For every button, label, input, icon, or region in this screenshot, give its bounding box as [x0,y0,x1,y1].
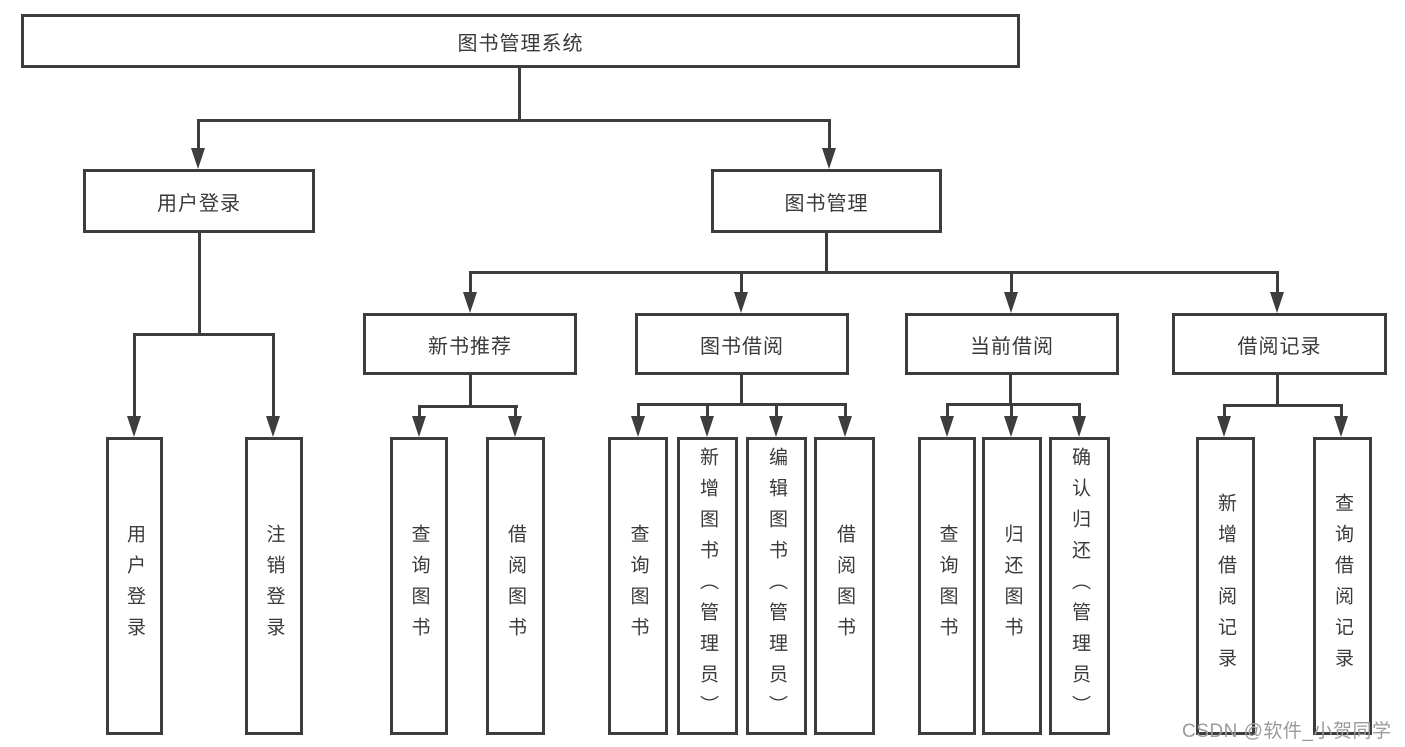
node-current-borrowing: 当前借阅 [905,313,1119,375]
leaf-user-login-label: 用户登录 [124,524,145,648]
leaf-add-book-admin: 新增图书（管理员） [677,437,738,735]
connector-line [1276,271,1279,297]
arrow-down-icon [1004,292,1018,313]
leaf-query-books-recommend-label: 查询图书 [408,524,430,648]
connector-line [469,375,472,408]
leaf-borrow-books-borrowing: 借阅图书 [814,437,875,735]
connector-line [1010,403,1013,421]
connector-line [418,405,518,408]
connector-line [514,405,517,421]
leaf-add-borrow-record-label: 新增借阅记录 [1215,493,1236,679]
arrow-down-icon [412,416,426,437]
node-book-management: 图书管理 [711,169,942,233]
leaf-edit-book-admin-label: 编辑图书（管理员） [766,446,787,726]
leaf-logout: 注销登录 [245,437,303,735]
node-library-system-label: 图书管理系统 [457,32,584,55]
connector-line [197,119,200,152]
leaf-borrow-books-recommend: 借阅图书 [486,437,545,735]
connector-line [133,333,275,336]
watermark: CSDN @软件_小贺同学 [1182,721,1392,742]
leaf-query-books-recommend: 查询图书 [390,437,448,735]
leaf-logout-label: 注销登录 [263,524,285,648]
leaf-borrow-books-recommend-label: 借阅图书 [505,524,526,648]
connector-line [844,403,847,421]
node-new-book-recommend-label: 新书推荐 [428,335,512,358]
leaf-query-books-borrowing-label: 查询图书 [627,524,649,648]
connector-line [1223,404,1343,407]
arrow-down-icon [838,416,852,437]
connector-line [946,403,949,421]
leaf-query-books-borrowing: 查询图书 [608,437,668,735]
leaf-query-books-current-label: 查询图书 [936,524,958,648]
connector-line [469,271,472,297]
connector-line [825,233,828,274]
leaf-query-borrow-record: 查询借阅记录 [1313,437,1372,735]
arrow-down-icon [127,416,141,437]
arrow-down-icon [1217,416,1231,437]
leaf-confirm-return-admin-label: 确认归还（管理员） [1069,446,1090,726]
arrow-down-icon [508,416,522,437]
arrow-down-icon [1334,416,1348,437]
node-book-borrowing-label: 图书借阅 [700,335,784,358]
connector-line [706,403,709,421]
node-book-management-label: 图书管理 [784,192,869,215]
connector-line [637,403,640,421]
node-new-book-recommend: 新书推荐 [363,313,577,375]
connector-line [740,271,743,297]
connector-line [1078,403,1081,421]
connector-line [1223,404,1226,421]
connector-line [1009,375,1012,406]
connector-line [1010,271,1013,297]
node-borrowing-records-label: 借阅记录 [1237,335,1322,358]
connector-line [828,119,831,152]
connector-line [418,405,421,421]
arrow-down-icon [734,292,748,313]
connector-line [133,333,136,421]
connector-line [946,403,1081,406]
connector-line [198,233,201,336]
leaf-borrow-books-borrowing-label: 借阅图书 [834,524,855,648]
arrow-down-icon [631,416,645,437]
node-borrowing-records: 借阅记录 [1172,313,1387,375]
connector-line [740,375,743,406]
leaf-user-login: 用户登录 [106,437,163,735]
connector-line [637,403,847,406]
arrow-down-icon [1004,416,1018,437]
connector-line [1340,404,1343,421]
connector-line [775,403,778,421]
leaf-confirm-return-admin: 确认归还（管理员） [1049,437,1110,735]
connector-line [469,271,1279,274]
leaf-query-borrow-record-label: 查询借阅记录 [1332,493,1353,679]
arrow-down-icon [940,416,954,437]
arrow-down-icon [463,292,477,313]
connector-line [272,333,275,421]
arrow-down-icon [191,148,205,169]
leaf-add-borrow-record: 新增借阅记录 [1196,437,1255,735]
arrow-down-icon [266,416,280,437]
leaf-return-books-label: 归还图书 [1001,524,1023,648]
leaf-return-books: 归还图书 [982,437,1042,735]
arrow-down-icon [700,416,714,437]
leaf-query-books-current: 查询图书 [918,437,976,735]
connector-line [518,68,521,122]
node-library-system: 图书管理系统 [21,14,1020,68]
arrow-down-icon [1270,292,1284,313]
node-current-borrowing-label: 当前借阅 [970,335,1054,358]
connector-line [197,119,830,122]
node-user-login-label: 用户登录 [157,192,241,215]
arrow-down-icon [822,148,836,169]
connector-line [1276,375,1279,407]
node-user-login: 用户登录 [83,169,315,233]
node-book-borrowing: 图书借阅 [635,313,849,375]
leaf-add-book-admin-label: 新增图书（管理员） [697,446,718,726]
arrow-down-icon [1072,416,1086,437]
leaf-edit-book-admin: 编辑图书（管理员） [746,437,807,735]
arrow-down-icon [769,416,783,437]
